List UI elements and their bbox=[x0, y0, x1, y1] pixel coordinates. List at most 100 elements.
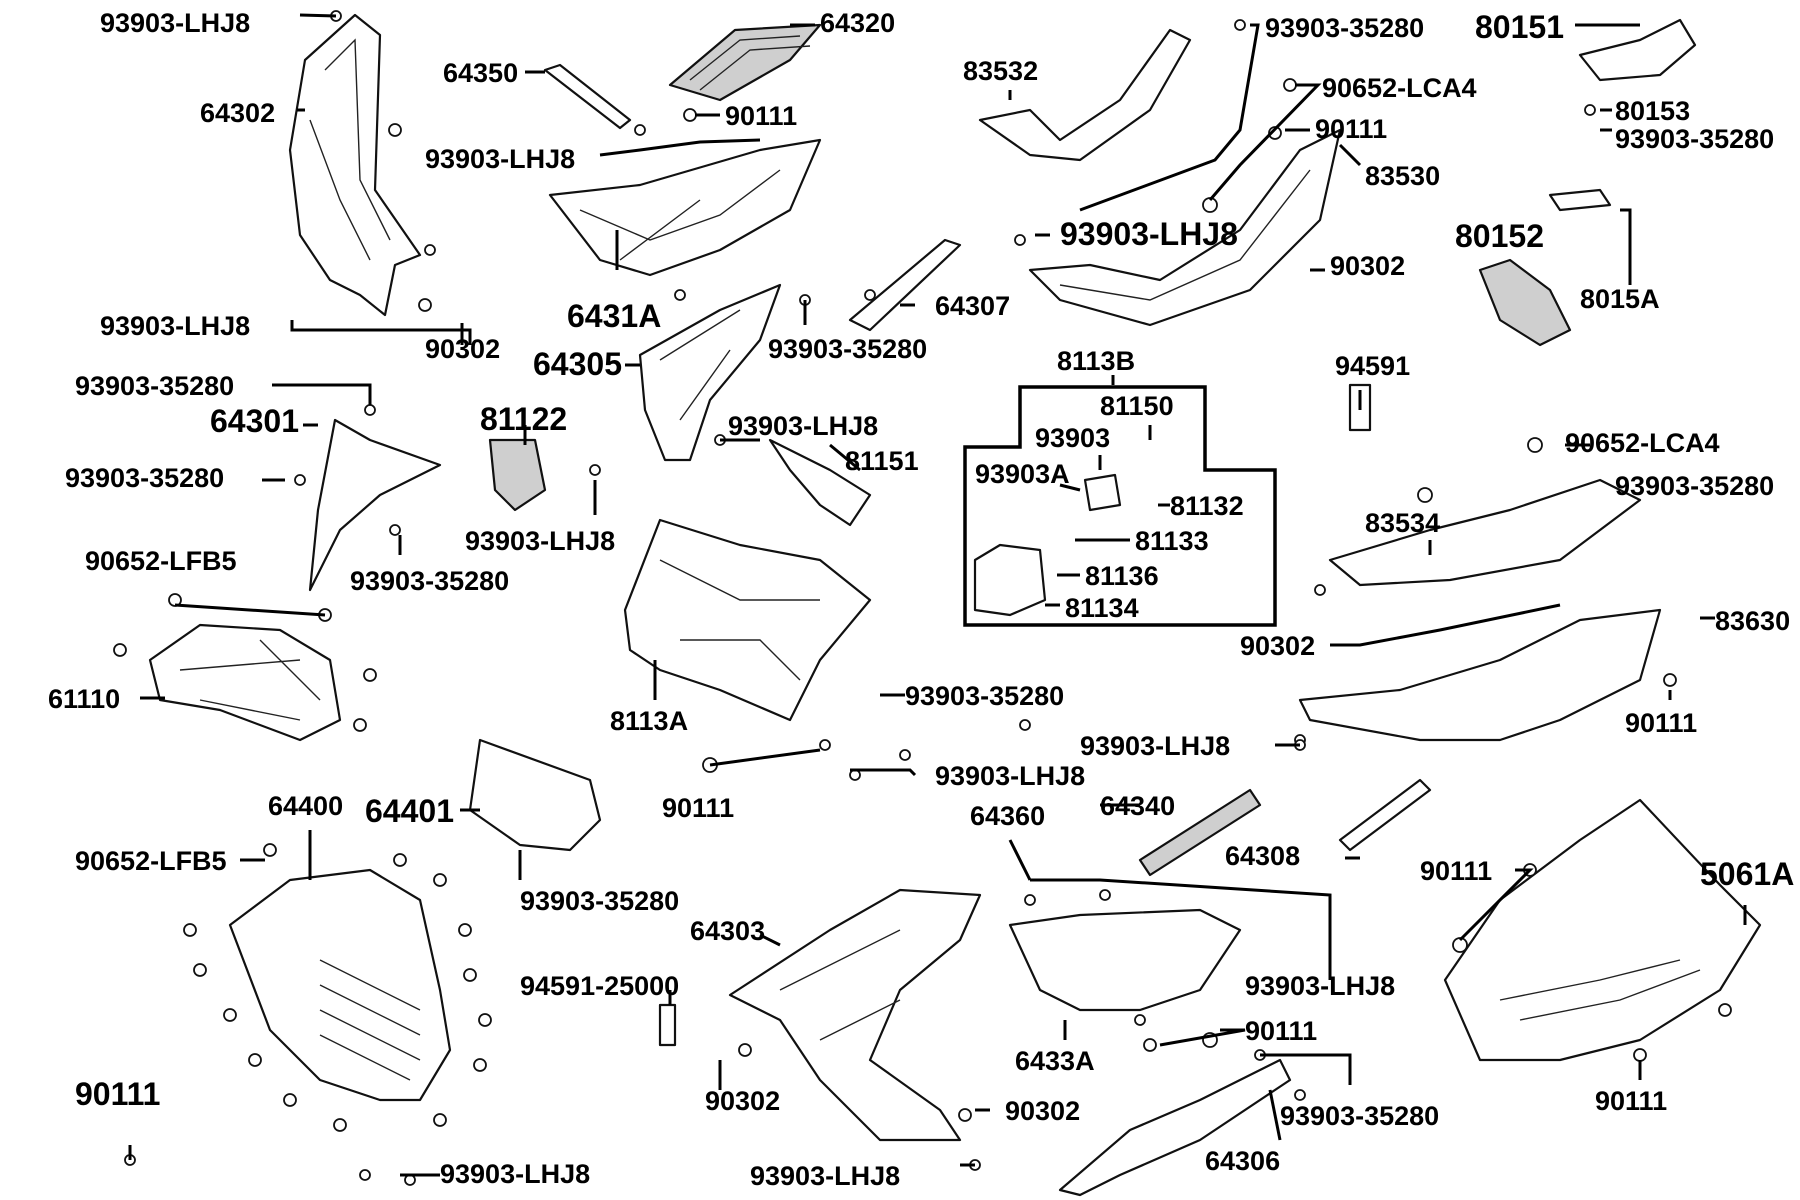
fastener bbox=[1024, 894, 1036, 906]
fastener bbox=[478, 1013, 492, 1027]
label-93903-35280: 93903-35280 bbox=[350, 566, 509, 596]
label-8015a: 8015A bbox=[1580, 284, 1660, 314]
label-64360: 64360 bbox=[970, 801, 1045, 831]
fastener bbox=[1099, 889, 1111, 901]
part-64307-strip bbox=[848, 238, 962, 332]
label-93903-35280: 93903-35280 bbox=[1615, 124, 1774, 154]
label-81134: 81134 bbox=[1065, 593, 1139, 623]
label-90302: 90302 bbox=[1240, 631, 1315, 661]
fastener bbox=[958, 1108, 972, 1122]
label-93903-lhj8: 93903-LHJ8 bbox=[465, 526, 615, 556]
label-90302: 90302 bbox=[705, 1086, 780, 1116]
fastener bbox=[634, 124, 646, 136]
label-94591: 94591 bbox=[1335, 351, 1410, 381]
label-61110: 61110 bbox=[48, 684, 120, 714]
fastener bbox=[1718, 1003, 1732, 1017]
label-93903-35280: 93903-35280 bbox=[520, 886, 679, 916]
fastener bbox=[183, 923, 197, 937]
label-8113a: 8113A bbox=[610, 706, 688, 736]
label-93903: 93903 bbox=[1035, 423, 1110, 453]
fastener bbox=[1202, 197, 1218, 213]
part-64350-strip bbox=[543, 63, 632, 130]
fastener bbox=[1143, 1038, 1157, 1052]
part-6433a-side-cover bbox=[1008, 908, 1242, 1012]
fastener bbox=[294, 474, 306, 486]
leader-lines-layer bbox=[128, 13, 1747, 1177]
label-81150: 81150 bbox=[1100, 391, 1174, 421]
part-64340-emblem bbox=[1138, 788, 1262, 877]
part-64306-bottom-strip bbox=[1058, 1058, 1292, 1197]
fastener bbox=[364, 404, 376, 416]
label-93903-35280: 93903-35280 bbox=[75, 371, 234, 401]
fastener bbox=[589, 464, 601, 476]
label-81133: 81133 bbox=[1135, 526, 1209, 556]
label-90111: 90111 bbox=[75, 1076, 160, 1112]
label-93903-lhj8: 93903-LHJ8 bbox=[935, 761, 1085, 791]
fastener bbox=[359, 1169, 371, 1181]
fastener bbox=[1527, 437, 1543, 453]
part-83530-lower-rail bbox=[1028, 128, 1342, 327]
fastener bbox=[1134, 1014, 1146, 1026]
label-93903-35280: 93903-35280 bbox=[1280, 1101, 1439, 1131]
label-90652-lfb5: 90652-LFB5 bbox=[85, 546, 237, 576]
part-64401-mesh-panel bbox=[468, 738, 602, 852]
fastener bbox=[1014, 234, 1026, 246]
label-90111: 90111 bbox=[1245, 1016, 1317, 1046]
label-90302: 90302 bbox=[1330, 251, 1405, 281]
fastener bbox=[193, 963, 207, 977]
fastener bbox=[389, 524, 401, 536]
label-90111: 90111 bbox=[1625, 708, 1697, 738]
label-6433a: 6433A bbox=[1015, 1046, 1095, 1076]
label-81132: 81132 bbox=[1170, 491, 1244, 521]
label-6431a: 6431A bbox=[567, 298, 661, 334]
fastener bbox=[433, 873, 447, 887]
fastener bbox=[463, 968, 477, 982]
fastener bbox=[433, 1113, 447, 1127]
label-8113b: 8113B bbox=[1057, 346, 1135, 376]
fastener bbox=[283, 1093, 297, 1107]
label-93903-lhj8: 93903-LHJ8 bbox=[440, 1159, 590, 1189]
fastener bbox=[1633, 1048, 1647, 1062]
fastener bbox=[864, 289, 876, 301]
part-81132-bracket bbox=[1083, 473, 1122, 512]
label-83630: 83630 bbox=[1715, 606, 1790, 636]
label-64320: 64320 bbox=[820, 8, 895, 38]
part-81151-bracket bbox=[768, 438, 872, 527]
fastener bbox=[1417, 487, 1433, 503]
fastener bbox=[819, 739, 831, 751]
label-90652-lfb5: 90652-LFB5 bbox=[75, 846, 227, 876]
label-93903-lhj8: 93903-LHJ8 bbox=[1060, 216, 1238, 252]
part-5061a-underbody bbox=[1443, 798, 1762, 1062]
part-61110-inner-box bbox=[148, 623, 342, 742]
label-64306: 64306 bbox=[1205, 1146, 1280, 1176]
fastener bbox=[1452, 937, 1468, 953]
part-64302-front-cover bbox=[288, 13, 422, 317]
label-81151: 81151 bbox=[845, 446, 919, 476]
fastener bbox=[674, 289, 686, 301]
fastener bbox=[1234, 19, 1246, 31]
label-64400: 64400 bbox=[268, 791, 343, 821]
label-64340: 64340 bbox=[1100, 791, 1175, 821]
part-64320-grill bbox=[668, 23, 822, 102]
label-93903-35280: 93903-35280 bbox=[768, 334, 927, 364]
part-64305-side-panel bbox=[638, 283, 782, 462]
label-81136: 81136 bbox=[1085, 561, 1159, 591]
label-93903-lhj8: 93903-LHJ8 bbox=[100, 8, 250, 38]
label-93903a: 93903A bbox=[975, 459, 1070, 489]
fastener bbox=[363, 668, 377, 682]
label-90302: 90302 bbox=[425, 334, 500, 364]
part-64308-strip bbox=[1338, 778, 1432, 852]
fastener bbox=[333, 1118, 347, 1132]
label-80153: 80153 bbox=[1615, 96, 1690, 126]
label-83532: 83532 bbox=[963, 56, 1038, 86]
label-90652-lca4: 90652-LCA4 bbox=[1322, 73, 1477, 103]
label-93903-35280: 93903-35280 bbox=[1265, 13, 1424, 43]
label-80152: 80152 bbox=[1455, 218, 1544, 254]
label-93903-35280: 93903-35280 bbox=[65, 463, 224, 493]
fastener bbox=[1019, 719, 1031, 731]
label-90111: 90111 bbox=[1595, 1086, 1667, 1116]
label-64305: 64305 bbox=[533, 346, 622, 382]
label-93903-lhj8: 93903-LHJ8 bbox=[728, 411, 878, 441]
label-81122: 81122 bbox=[480, 401, 567, 437]
